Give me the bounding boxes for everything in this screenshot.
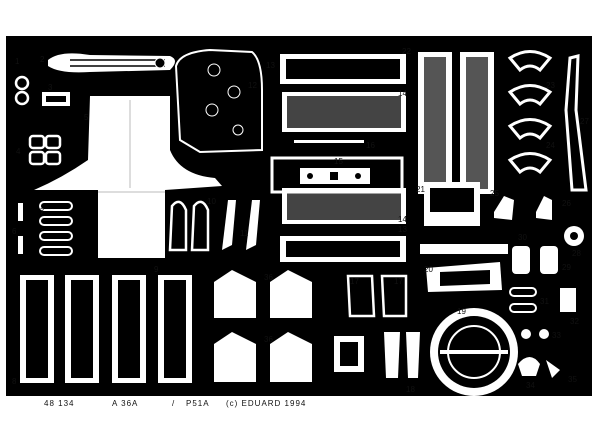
label-part-9: 9: [154, 265, 159, 274]
label-part-3: 3: [48, 83, 53, 92]
part-27-arm: [564, 54, 588, 192]
label-part-6: 6: [12, 227, 17, 236]
label-part-33: 33: [552, 331, 561, 340]
label-part-17: 17: [350, 277, 359, 286]
part-24-clips: [507, 118, 553, 175]
label-part-1: 1: [15, 57, 20, 66]
label-part-11: 11: [240, 229, 249, 238]
part-7-links: [39, 201, 73, 256]
label-part-7: 7: [40, 207, 45, 216]
part-4-buckles: [28, 134, 62, 166]
part-1-rings: [14, 75, 30, 106]
part-36-vents: [214, 270, 312, 382]
label-part-4: 4: [16, 147, 21, 156]
part-29-30-parts: [512, 246, 558, 274]
part-pedal: [334, 336, 364, 372]
part-9-strips: [112, 275, 192, 383]
part-23-clips: [507, 50, 553, 107]
part-20-strip: [420, 244, 508, 292]
part-21-box: [424, 182, 480, 226]
part-34-35-parts: [518, 357, 560, 378]
part-17-parts: [346, 274, 408, 318]
label-part-16: 16: [366, 141, 375, 150]
label-part-13: 13: [266, 61, 275, 70]
label-part-8: 8: [12, 377, 17, 386]
part-11-levers: [222, 200, 260, 250]
part-15-frame: [270, 156, 404, 194]
part-18-parts: [384, 332, 420, 378]
label-part-30: 30: [518, 233, 527, 242]
label-part-36: 36: [264, 273, 273, 282]
label-part-15: 15: [334, 157, 343, 166]
part-10-brackets: [168, 200, 210, 252]
label-part-19: 19: [457, 307, 466, 316]
copyright: (c) EDUARD 1994: [226, 399, 306, 408]
label-part-12: 12: [248, 81, 257, 90]
title-b: P51A: [186, 399, 210, 408]
part-33-small: [521, 329, 549, 339]
part-22-grilles: [418, 52, 494, 194]
label-part-2: 2: [40, 55, 45, 64]
label-part-26: 26: [562, 199, 571, 208]
part-28-disc: [564, 226, 584, 246]
part-5-seat-plate: [34, 96, 222, 258]
label-part-24: 24: [546, 141, 555, 150]
part-14-slats: [282, 92, 406, 224]
label-part-25: 25: [490, 189, 499, 198]
kit-number: 48 134: [44, 399, 74, 408]
label-part-32: 32: [570, 317, 579, 326]
label-part-22: 22: [402, 47, 411, 56]
label-part-21: 21: [416, 185, 425, 194]
part-26-bracket: [536, 196, 552, 220]
part-2-instrument-strip: [48, 53, 175, 73]
part-3-bracket: [42, 92, 70, 106]
label-part-29: 29: [562, 263, 571, 272]
part-31-loops: [509, 287, 537, 313]
label-part-14b: 14: [398, 215, 407, 224]
part-32-plate: [560, 288, 576, 312]
label-part-17b: 17: [394, 277, 403, 286]
label-part-23: 23: [546, 81, 555, 90]
part-number-labels: 1 2 3 4 5 6 7 8 9 10 11 12 13 13 14 14 1…: [12, 47, 589, 394]
part-8-strips: [20, 275, 99, 383]
label-part-34: 34: [526, 381, 535, 390]
part-25-bracket: [494, 196, 514, 220]
part-6-straps: [18, 203, 23, 254]
label-part-10: 10: [207, 197, 216, 206]
label-part-35: 35: [568, 375, 577, 384]
part-12-instrument-panel: [174, 48, 263, 154]
title-a: A 36A: [112, 399, 138, 408]
label-part-31: 31: [540, 297, 549, 306]
label-part-28: 28: [572, 249, 581, 258]
part-13-grilles: [280, 54, 406, 262]
label-part-18: 18: [406, 385, 415, 394]
label-part-27: 27: [580, 117, 589, 126]
label-part-36b: 36: [264, 335, 273, 344]
part-16-rod: [294, 140, 364, 143]
label-part-13b: 13: [398, 225, 407, 234]
label-part-5: 5: [84, 113, 89, 122]
label-part-20: 20: [424, 265, 433, 274]
fret-footer: 48 134 A 36A / P51A (c) EDUARD 1994: [44, 399, 306, 408]
label-part-14: 14: [398, 89, 407, 98]
part-19-disc: [430, 308, 518, 396]
title-separator: /: [172, 399, 175, 408]
